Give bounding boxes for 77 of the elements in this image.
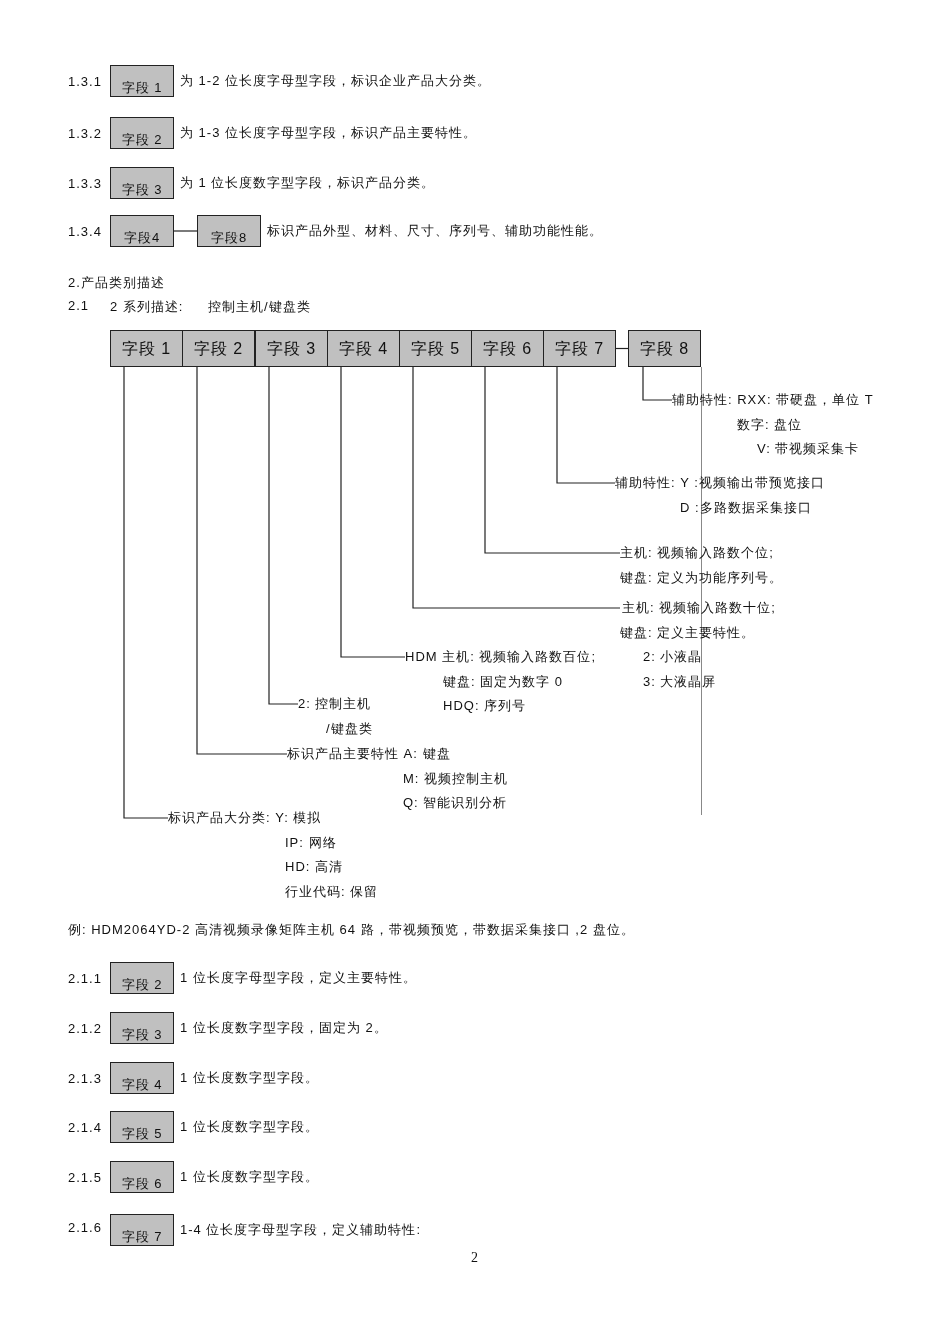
label-text: 1.3.3 [68,176,102,191]
description-text: 1 位长度数字型字段。 [180,1069,319,1087]
description-text: 1 位长度字母型字段，定义主要特性。 [180,969,417,987]
annotation-text: D :多路数据采集接口 [680,498,812,517]
field-box: 字段 3 [110,167,174,199]
leader-line [268,366,299,705]
annotation-text: IP: 网络 [285,833,337,852]
annotation-text: /键盘类 [326,719,373,738]
annotation-text: 主机: 视频输入路数十位; [622,599,776,617]
annotation-text: 键盘: 定义为功能序列号。 [620,568,784,587]
label-text: 1.3.2 [68,126,102,141]
annotation-text: 辅助特性: RXX: 带硬盘，单位 T [672,391,874,409]
label-text: 1.3.1 [68,74,102,89]
description-text: 1 位长度数字型字段，固定为 2。 [180,1019,388,1037]
field-box: 字段 8 [628,330,701,367]
leader-line [123,366,169,819]
field-box: 字段 5 [399,330,472,367]
annotation-text: 2: 控制主机 [298,695,372,713]
label-text: 例: HDM2064YD-2 高清视频录像矩阵主机 64 路，带视频预览，带数据采集接口 ,2 盘位。 [68,921,635,939]
annotation-text: V: 带视频采集卡 [757,440,860,458]
annotation-text: 键盘: 固定为数字 0 [443,672,564,691]
field-box: 字段 4 [110,1062,174,1094]
label-text: 2.产品类别描述 [68,274,165,292]
label-text: 2.1.4 [68,1120,102,1135]
label-text: 1.3.4 [68,224,102,239]
annotation-text: 标识产品大分类: Y: 模拟 [168,809,322,827]
annotation-text: 标识产品主要特性 A: 键盘 [287,745,451,763]
annotation-text: HD: 高清 [285,858,343,876]
annotation-text: M: 视频控制主机 [403,769,509,788]
annotation-text: 数字: 盘位 [737,415,803,434]
label-text: 2.1.2 [68,1021,102,1036]
label-text: 2.1.6 [68,1220,102,1235]
leader-line [196,366,288,755]
leader-line [412,366,621,609]
field-box: 字段 6 [110,1161,174,1193]
annotation-text: 3: 大液晶屏 [643,672,717,691]
field-box: 字段 2 [182,330,255,367]
field-box: 字段 1 [110,65,174,97]
annotation-text: 2: 小液晶 [643,648,703,666]
field-box: 字段 6 [471,330,544,367]
annotation-text: HDQ: 序列号 [443,697,527,715]
field-box: 字段 5 [110,1111,174,1143]
annotation-text: 辅助特性: Y :视频输出带预览接口 [615,474,825,492]
description-text: 1 位长度数字型字段。 [180,1118,319,1136]
annotation-text: 主机: 视频输入路数个位; [620,544,774,562]
field-box: 字段 3 [255,330,328,367]
description-text: 为 1 位长度数字型字段，标识产品分类。 [180,174,436,192]
annotation-text: 键盘: 定义主要特性。 [620,623,756,642]
leader-line [556,366,616,484]
label-text: 2.1.1 [68,971,102,986]
field-box: 字段 2 [110,962,174,994]
leader-line [642,366,673,401]
field-box: 字段 1 [110,330,183,367]
field-box: 字段 4 [327,330,400,367]
field-box: 字段8 [197,215,261,247]
connector-line [173,230,198,232]
label-text: 控制主机/键盘类 [208,298,311,316]
field-box: 字段 3 [110,1012,174,1044]
field-box: 字段4 [110,215,174,247]
description-text: 1-4 位长度字母型字段，定义辅助特性: [180,1221,421,1239]
label-text: 2.1.3 [68,1071,102,1086]
description-text: 标识产品外型、材料、尺寸、序列号、辅助功能性能。 [267,222,603,240]
description-text: 为 1-2 位长度字母型字段，标识企业产品大分类。 [180,72,491,90]
annotation-text: HDM 主机: 视频输入路数百位; [405,648,597,666]
leader-line [340,366,406,658]
label-text: 2.1.5 [68,1170,102,1185]
description-text: 1 位长度数字型字段。 [180,1168,319,1186]
label-text: 2.1 [68,298,90,313]
field-box: 字段 7 [543,330,616,367]
annotation-text: Q: 智能识别分析 [403,794,508,812]
annotation-text: 行业代码: 保留 [285,882,379,901]
description-text: 为 1-3 位长度字母型字段，标识产品主要特性。 [180,124,477,142]
field-box: 字段 7 [110,1214,174,1246]
leader-line [484,366,621,554]
page-number: 2 [471,1250,479,1266]
label-text: 2 系列描述: [110,298,184,316]
field-box: 字段 2 [110,117,174,149]
